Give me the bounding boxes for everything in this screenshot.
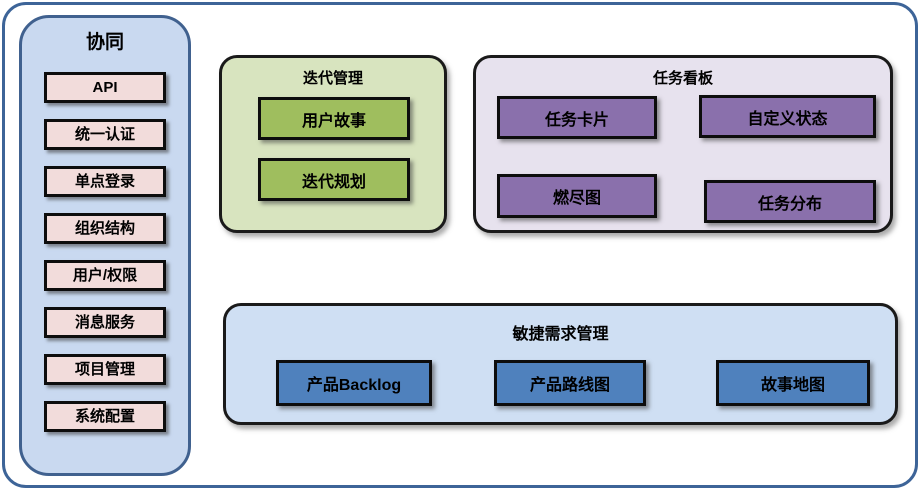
task-board-panel: 任务看板 任务卡片 自定义状态 燃尽图 任务分布 [473,55,893,233]
iteration-management-panel: 迭代管理 用户故事 迭代规划 [219,55,447,233]
sidebar-item-message-service: 消息服务 [44,307,166,338]
sidebar-item-user-permission: 用户/权限 [44,260,166,291]
taskboard-item-task-card: 任务卡片 [497,96,657,139]
requirements-item-story-map: 故事地图 [716,360,870,406]
sidebar-item-project-mgmt: 项目管理 [44,354,166,385]
taskboard-item-custom-status: 自定义状态 [699,95,876,138]
taskboard-item-task-distribution: 任务分布 [704,180,876,223]
sidebar-item-sso: 单点登录 [44,166,166,197]
sidebar-item-system-config: 系统配置 [44,401,166,432]
iteration-item-user-story: 用户故事 [258,97,410,140]
iteration-item-iteration-planning: 迭代规划 [258,158,410,201]
collaboration-sidebar: 协同 API 统一认证 单点登录 组织结构 用户/权限 消息服务 项目管理 系统… [19,15,191,476]
requirements-panel-title: 敏捷需求管理 [512,326,609,343]
requirements-item-product-roadmap: 产品路线图 [494,360,646,406]
taskboard-panel-title: 任务看板 [652,70,713,87]
iteration-panel-title: 迭代管理 [302,70,363,87]
sidebar-list: API 统一认证 单点登录 组织结构 用户/权限 消息服务 项目管理 系统配置 [44,72,166,432]
requirements-item-product-backlog: 产品Backlog [276,360,432,406]
taskboard-item-burndown-chart: 燃尽图 [497,174,657,218]
sidebar-item-org-structure: 组织结构 [44,213,166,244]
sidebar-item-api: API [44,72,166,103]
agile-requirements-panel: 敏捷需求管理 产品Backlog 产品路线图 故事地图 [223,303,898,425]
sidebar-item-unified-auth: 统一认证 [44,119,166,150]
sidebar-title: 协同 [85,32,124,53]
